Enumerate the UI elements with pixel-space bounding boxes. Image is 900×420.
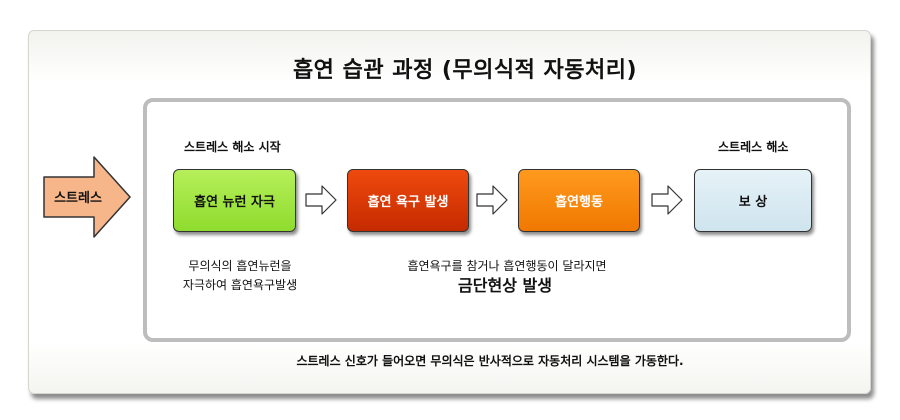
stress-arrow-icon [43, 156, 131, 238]
bottom-caption: 스트레스 신호가 들어오면 무의식은 반사적으로 자동처리 시스템을 가동한다. [296, 354, 684, 368]
left-note-line2: 자극하여 흡연욕구발생 [182, 278, 298, 292]
stress-start-label: 스트레스 해소 시작 [184, 140, 281, 154]
stress-relief-label: 스트레스 해소 [718, 140, 789, 154]
reward-label: 보 상 [738, 195, 768, 210]
smoking-action-label: 흡연행동 [555, 195, 603, 210]
stress-input-label: 스트레스 [54, 191, 102, 206]
flow-arrow-icon [476, 185, 508, 215]
withdrawal-label: 금단현상 발생 [458, 276, 552, 295]
flow-arrow-icon [651, 185, 683, 215]
craving-box: 흡연 욕구 발생 [347, 169, 469, 232]
craving-label: 흡연 욕구 발생 [367, 195, 449, 210]
reward-box: 보 상 [694, 169, 812, 232]
smoking-neuron-label: 흡연 뉴런 자극 [194, 195, 275, 210]
smoking-neuron-box: 흡연 뉴런 자극 [173, 169, 296, 232]
middle-note: 흡연욕구를 참거나 흡연행동이 달라지면 [407, 259, 607, 273]
flow-arrow-icon [305, 185, 337, 215]
smoking-action-box: 흡연행동 [518, 169, 640, 232]
left-note-line1: 무의식의 흡연뉴런을 [188, 259, 292, 273]
diagram-title: 흡연 습관 과정 (무의식적 자동처리) [292, 58, 638, 83]
